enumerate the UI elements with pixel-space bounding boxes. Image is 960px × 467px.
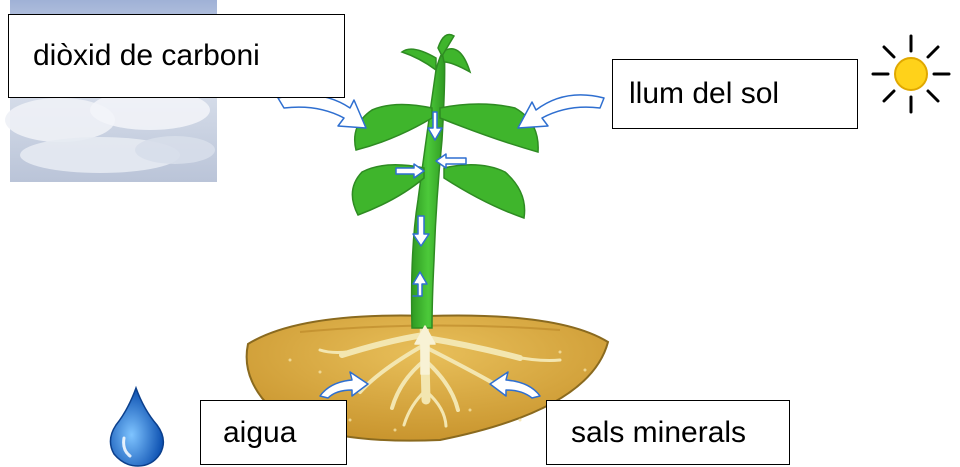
- co2-arrow: [278, 95, 366, 128]
- sunlight-arrow: [518, 95, 604, 128]
- plant-leaves: [352, 35, 538, 219]
- label-water-text: aigua: [223, 416, 296, 450]
- label-sunlight: llum del sol: [612, 59, 858, 129]
- label-carbon-dioxide: diòxid de carboni: [8, 14, 345, 98]
- water-drop-icon: [110, 388, 163, 466]
- label-minerals-text: sals minerals: [571, 416, 746, 450]
- label-water: aigua: [200, 400, 347, 465]
- label-sunlight-text: llum del sol: [629, 77, 779, 111]
- label-minerals: sals minerals: [546, 400, 790, 465]
- plant-stem: [412, 50, 445, 328]
- sun-icon: [873, 36, 949, 112]
- label-carbon-dioxide-text: diòxid de carboni: [33, 39, 260, 73]
